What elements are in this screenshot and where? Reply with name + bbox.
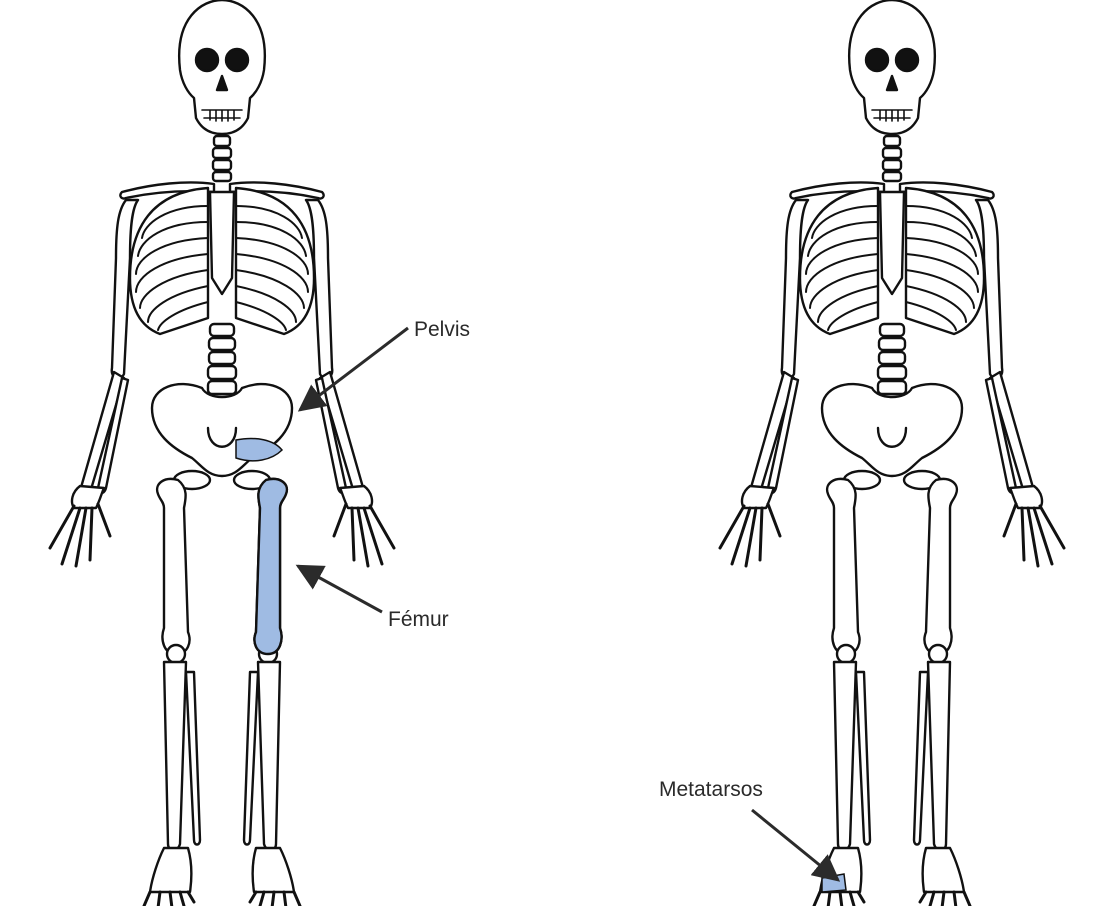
femur-highlight <box>255 479 287 654</box>
left-skeleton <box>50 0 394 906</box>
femur-arrow <box>298 566 382 612</box>
pelvis-label: Pelvis <box>414 319 470 340</box>
pelvis-arrow <box>300 328 408 410</box>
femur-label: Fémur <box>388 609 449 630</box>
metatarsals-label: Metatarsos <box>659 779 763 800</box>
right-skeleton <box>720 0 1064 906</box>
metatarsals-arrow <box>752 810 838 880</box>
